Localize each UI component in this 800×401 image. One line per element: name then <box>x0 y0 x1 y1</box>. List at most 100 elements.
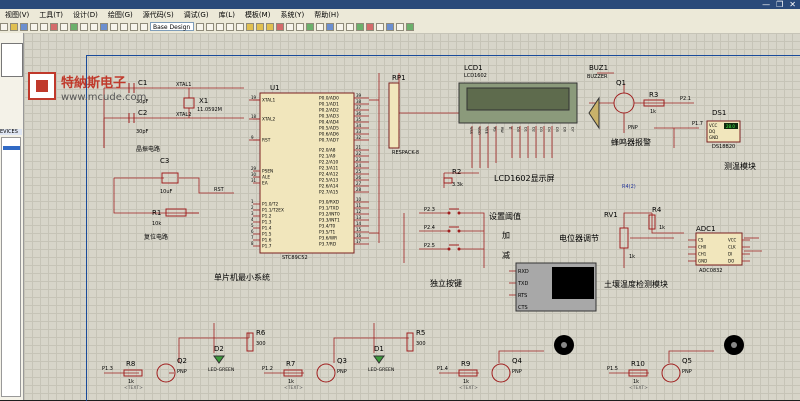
sheet-border <box>86 55 800 401</box>
new-sheet-icon[interactable] <box>356 22 364 31</box>
redo-icon[interactable] <box>206 22 214 31</box>
close-button[interactable]: ✕ <box>789 0 796 9</box>
menu-tools[interactable]: 工具(T) <box>39 10 64 19</box>
block-move-icon[interactable] <box>256 22 264 31</box>
devices-list-selected-row[interactable] <box>3 146 20 150</box>
design-select[interactable]: Base Design <box>150 22 194 31</box>
mcu-pin-name: P2.0/A8 <box>319 148 336 154</box>
mcu-pin-name: P0.0/AD0 <box>319 96 339 102</box>
minimize-button[interactable]: — <box>762 0 771 9</box>
save-icon[interactable] <box>20 22 28 31</box>
exit-parent-icon[interactable] <box>376 22 384 31</box>
zoom-all-icon[interactable] <box>130 22 138 31</box>
block-copy-icon[interactable] <box>246 22 254 31</box>
rp1-part: RESPACK-8 <box>392 150 419 156</box>
menu-debug[interactable]: 调试(G) <box>183 10 209 19</box>
push-buttons[interactable]: P2.3 P2.4 P2.5 设置阈值 加 减 独立按键 <box>424 207 521 288</box>
menu-design[interactable]: 设计(D) <box>73 10 98 19</box>
pan-icon[interactable] <box>100 22 108 31</box>
copy-icon[interactable] <box>226 22 234 31</box>
adc-pin-left: GND <box>698 259 707 264</box>
mcu-stc89c52[interactable]: U1 STC89C52 19XTAL118XTAL29RST29PSEN30AL… <box>214 84 369 282</box>
refresh-icon[interactable] <box>70 22 78 31</box>
zoom-out-icon[interactable] <box>120 22 128 31</box>
block-rotate-icon[interactable] <box>266 22 274 31</box>
rst-net: RST <box>214 187 225 193</box>
paste-icon[interactable] <box>236 22 244 31</box>
undo-icon[interactable] <box>196 22 204 31</box>
erc-icon[interactable] <box>396 22 404 31</box>
lcd-pin-label: D4 <box>547 127 551 133</box>
adc-pin-right: CLK <box>728 245 736 250</box>
buzzer-circuit[interactable]: BUZ1 BUZZER Q1 PNP R3 1k P2.1 蜂鸣器报警 <box>587 64 691 147</box>
driver-led-ref: D1 <box>374 345 384 353</box>
mcu-pin-name: P0.2/AD2 <box>319 108 339 114</box>
mcu-pin-name: P0.7/AD7 <box>319 138 339 144</box>
schematic-drawing[interactable]: C1 30pF C2 30pF X1 11.0592M XTAL1 XTAL2 … <box>24 33 800 400</box>
toolbar: Base Design <box>0 20 800 34</box>
package-icon[interactable] <box>306 22 314 31</box>
zoom-in-icon[interactable] <box>110 22 118 31</box>
crystal-circuit[interactable]: C1 30pF C2 30pF X1 11.0592M XTAL1 XTAL2 … <box>128 79 222 153</box>
grid-icon[interactable] <box>80 22 88 31</box>
mcu-pin-name: P1.0/T2 <box>262 202 278 208</box>
print-icon[interactable] <box>50 22 58 31</box>
maximize-button[interactable]: ❐ <box>776 0 784 9</box>
menu-template[interactable]: 模板(M) <box>244 10 271 19</box>
decompose-icon[interactable] <box>316 22 324 31</box>
menu-library[interactable]: 库(L) <box>218 10 235 19</box>
driver-r-ref: R5 <box>416 329 425 337</box>
import-icon[interactable] <box>30 22 38 31</box>
mcu-pin-name: P1.1/T2EX <box>262 208 284 214</box>
reset-circuit[interactable]: C3 10uF R1 10k RST 复位电路 <box>144 157 225 241</box>
mcu-pin-num: 5 <box>251 223 254 228</box>
respack-rp1[interactable]: RP1 RESPACK-8 <box>388 74 419 156</box>
mcu-right-pins: P0.0/AD039P0.1/AD138P0.2/AD237P0.3/AD336… <box>319 93 369 248</box>
menu-source[interactable]: 源代码(S) <box>142 10 174 19</box>
terminal-pin-rts: RTS <box>518 293 527 299</box>
overview-thumbnail[interactable] <box>1 43 23 77</box>
zoom-area-icon[interactable] <box>140 22 148 31</box>
menu-graph[interactable]: 绘图(G) <box>107 10 133 19</box>
search-icon[interactable] <box>336 22 344 31</box>
wire-autorouter-icon[interactable] <box>326 22 334 31</box>
mcu-pin-name: P2.1/A9 <box>319 154 336 160</box>
block-delete-icon[interactable] <box>276 22 284 31</box>
menu-help[interactable]: 帮助(H) <box>314 10 339 19</box>
pick-device-icon[interactable] <box>286 22 294 31</box>
resistor-r2[interactable]: R2 3.3k <box>443 168 463 188</box>
cut-icon[interactable] <box>216 22 224 31</box>
virtual-terminal[interactable]: RXD TXD RTS CTS <box>515 262 597 312</box>
adc-pin-left: CS <box>698 238 704 243</box>
ds18b20-sensor[interactable]: 28.0 DS1 DS18B20 VCC DQ GND P1.7 测温模块 <box>692 109 756 171</box>
mcu-pin-name: P0.4/AD4 <box>319 120 339 126</box>
property-icon[interactable] <box>346 22 354 31</box>
bill-icon[interactable] <box>386 22 394 31</box>
remove-sheet-icon[interactable] <box>366 22 374 31</box>
mcu-pin-num: 21 <box>356 145 362 150</box>
driver-circuits[interactable]: P1.3R81kQ2PNPD2LED-GREENR6300<TEXT>P1.2R… <box>102 329 744 391</box>
open-icon[interactable] <box>10 22 18 31</box>
menu-system[interactable]: 系统(Y) <box>280 10 305 19</box>
export-icon[interactable] <box>40 22 48 31</box>
netlist-icon[interactable] <box>406 22 414 31</box>
mcu-pin-num: 26 <box>356 175 362 180</box>
devices-list[interactable] <box>1 137 21 397</box>
mcu-pin-num: 38 <box>356 99 362 104</box>
adc-circuit[interactable]: RV1 1k R4 1k R4(2) 电位器调节 ADC1 ADC0832 CS… <box>559 184 750 289</box>
origin-icon[interactable] <box>90 22 98 31</box>
c1-ref: C1 <box>138 79 147 87</box>
area-icon[interactable] <box>60 22 68 31</box>
mcu-pin-num: 17 <box>356 239 362 244</box>
menu-view[interactable]: 视图(V) <box>5 10 30 19</box>
schematic-canvas[interactable] <box>24 33 800 401</box>
make-device-icon[interactable] <box>296 22 304 31</box>
mcu-pin-num: 28 <box>356 187 362 192</box>
mcu-pin-name: P2.4/A12 <box>319 172 339 178</box>
new-icon[interactable] <box>0 22 8 31</box>
